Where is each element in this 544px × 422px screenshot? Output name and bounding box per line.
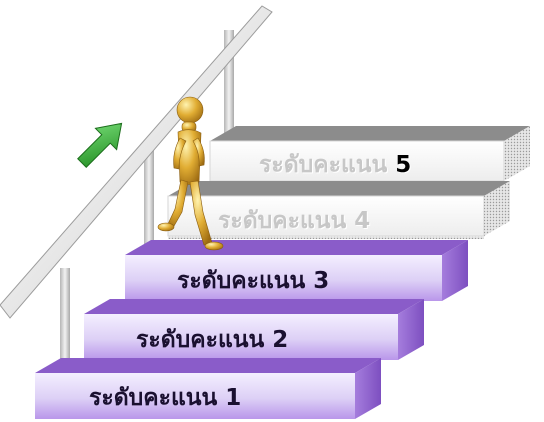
step-label-5: ระดับคะแนน 5 (259, 147, 411, 183)
handrail-post-3 (224, 30, 234, 140)
step-2 (84, 299, 424, 360)
step-label-4-number: 4 (354, 208, 371, 234)
handrail-post-1 (60, 268, 70, 368)
step-label-2: ระดับคะแนน 2 (136, 322, 288, 358)
step-label-1-text: ระดับคะแนน (89, 385, 218, 411)
step-3 (125, 240, 468, 301)
step-label-5-text: ระดับคะแนน (259, 152, 388, 178)
step-label-3: ระดับคะแนน 3 (177, 263, 329, 299)
step-label-4: ระดับคะแนน 4 (218, 203, 370, 239)
step-label-2-text: ระดับคะแนน (136, 327, 265, 353)
handrail (0, 5, 273, 319)
step-label-5-number: 5 (395, 152, 412, 178)
handrail-post-2 (144, 150, 154, 260)
step-label-4-text: ระดับคะแนน (218, 208, 347, 234)
step-label-3-text: ระดับคะแนน (177, 268, 306, 294)
step-label-2-number: 2 (272, 327, 289, 353)
step-label-1: ระดับคะแนน 1 (89, 380, 241, 416)
step-5 (209, 126, 530, 184)
climbing-figure-icon (157, 96, 224, 251)
step-1 (35, 358, 381, 419)
step-4 (167, 181, 510, 239)
step-label-3-number: 3 (313, 268, 330, 294)
step-label-1-number: 1 (225, 385, 242, 411)
handrail-posts (60, 30, 234, 368)
up-arrow-icon (77, 122, 123, 168)
